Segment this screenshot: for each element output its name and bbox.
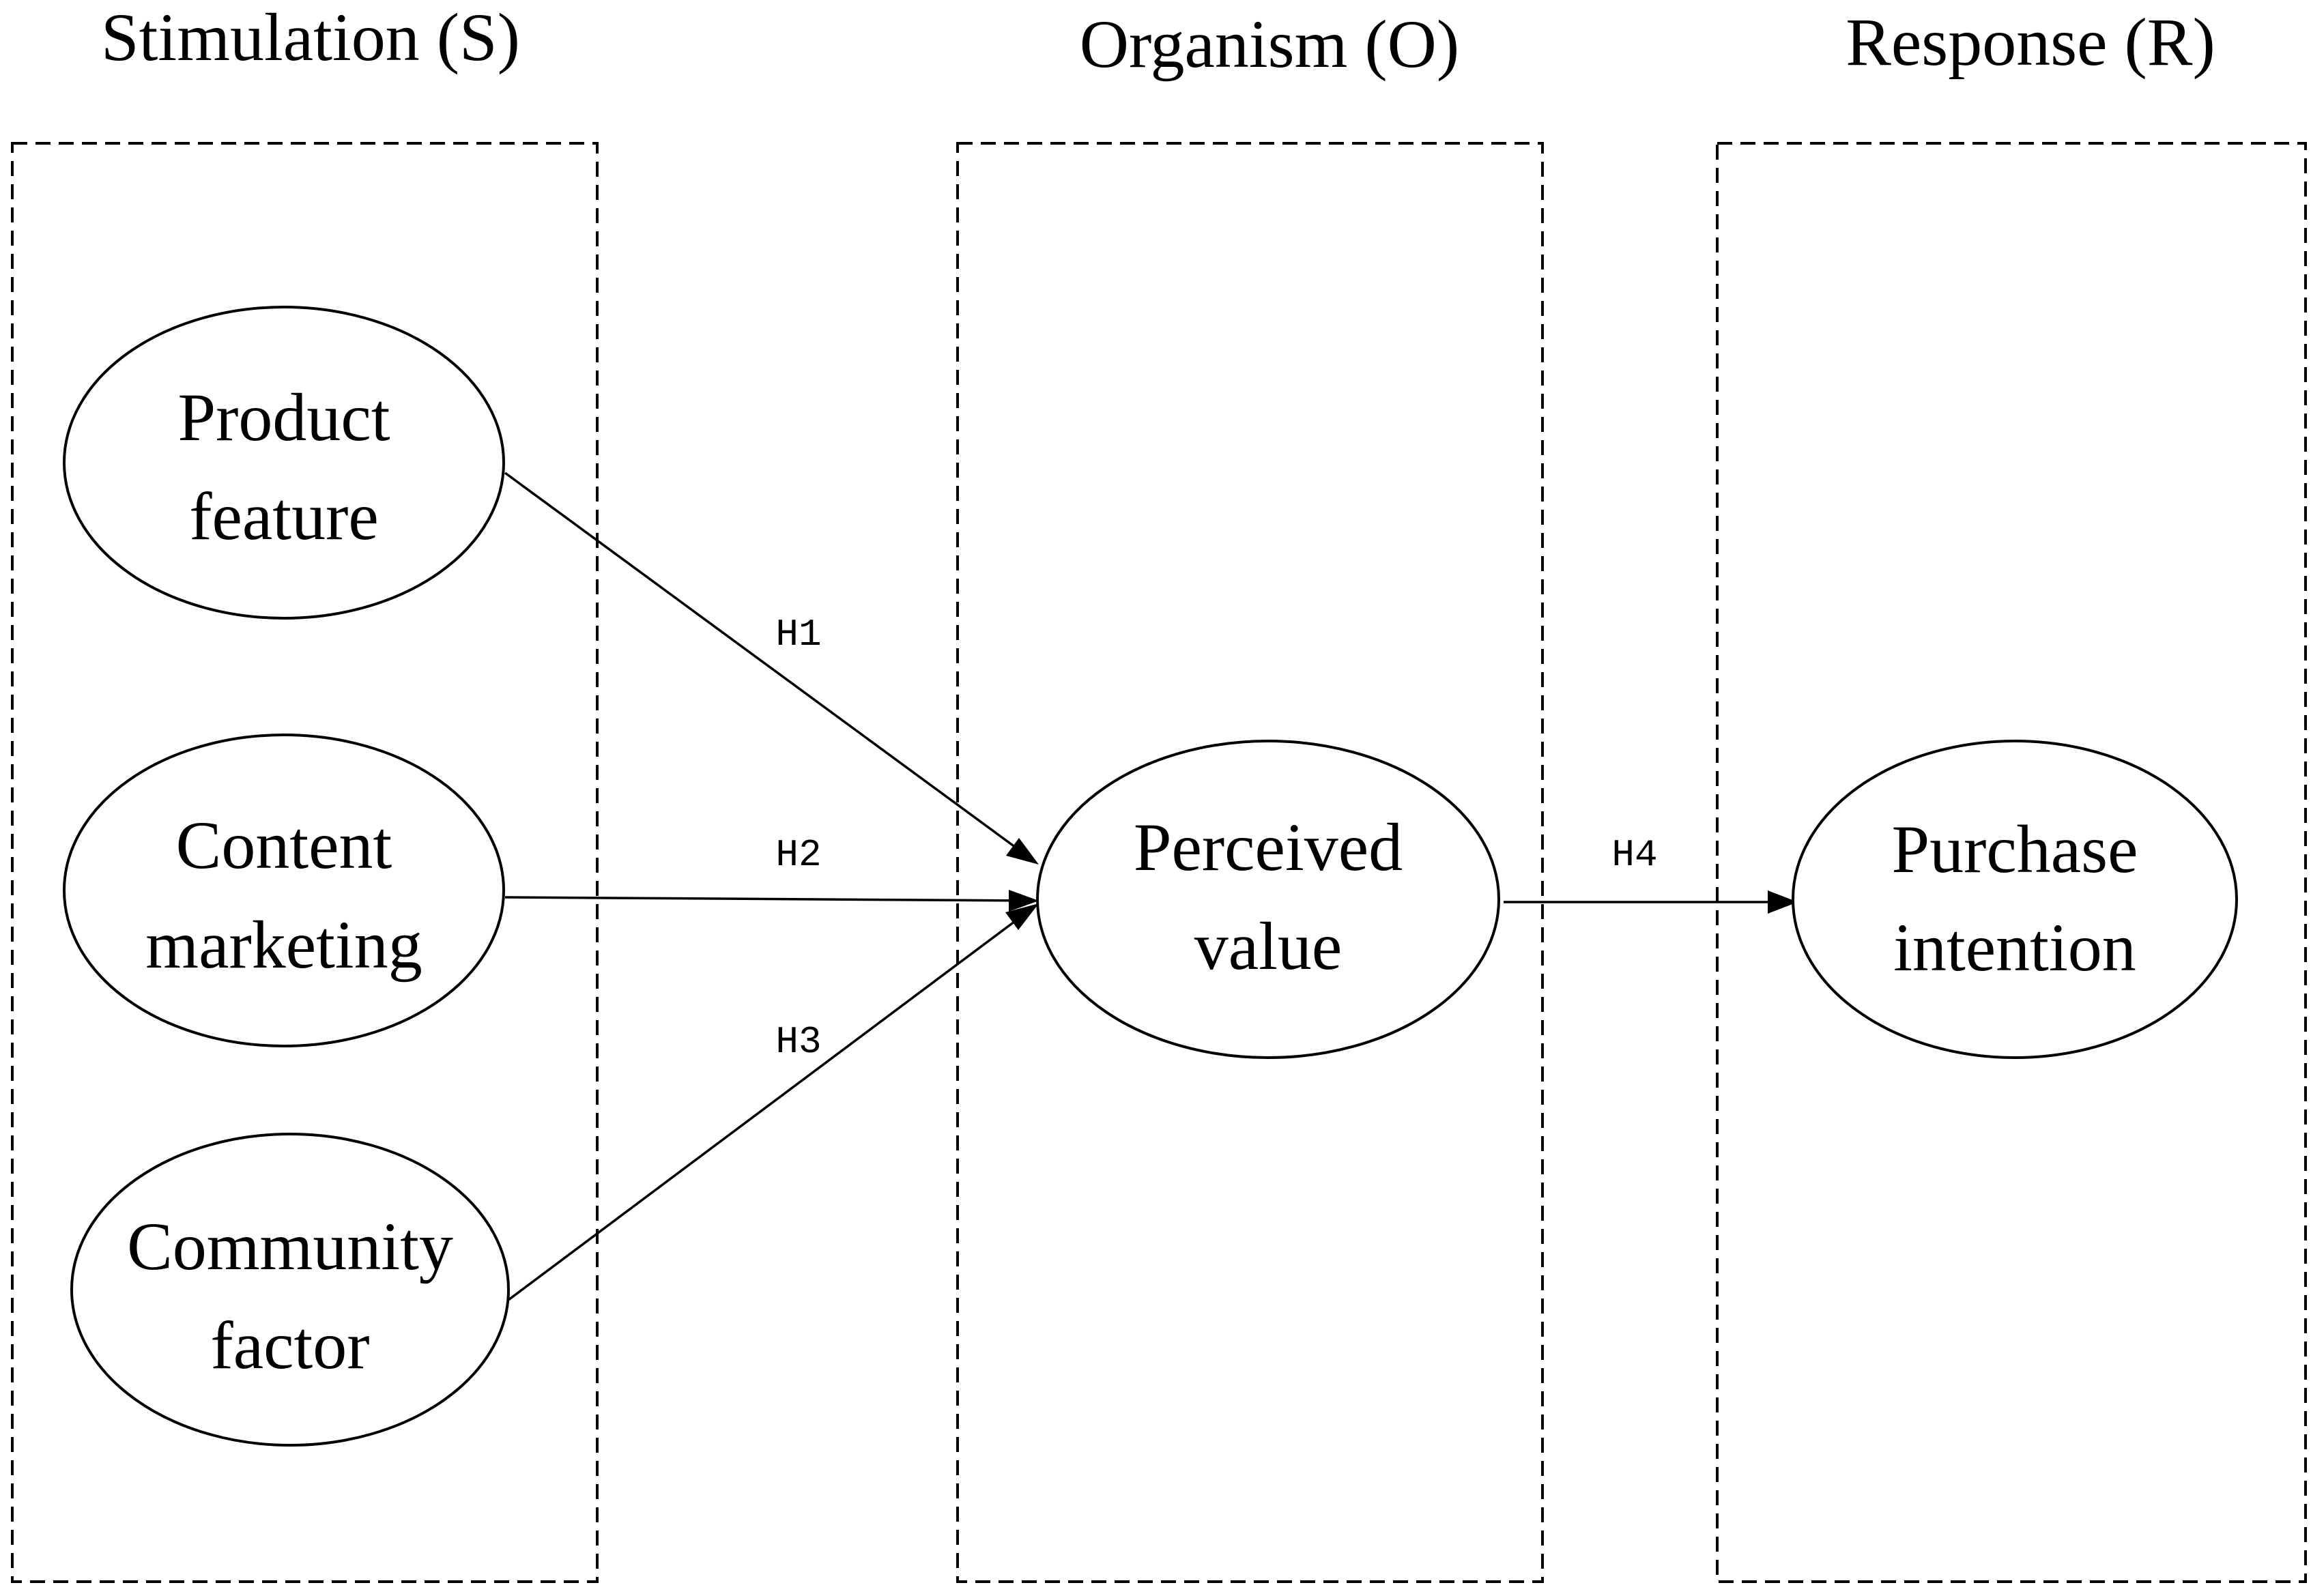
node-community-factor-line-1: Community (127, 1208, 453, 1284)
edge-h1-line (504, 471, 1032, 860)
edge-h1-arrowhead (1006, 838, 1039, 865)
node-purchase-intention-ellipse (1792, 740, 2238, 1059)
edge-h4-arrowhead (1768, 890, 1798, 914)
column-title-response: Response (R) (1846, 4, 2215, 80)
edges (504, 471, 1788, 1301)
node-community-factor: Community factor (70, 1133, 510, 1447)
edge-h3-arrowhead (1005, 903, 1039, 930)
edge-h2-label: H2 (775, 833, 821, 877)
edge-h2-arrowhead (1009, 890, 1039, 912)
node-content-marketing-line-1: Content (176, 807, 392, 883)
node-perceived-value-line-2: value (1194, 908, 1343, 984)
node-community-factor-line-2: factor (210, 1307, 369, 1383)
column-title-organism: Organism (O) (1080, 6, 1459, 82)
column-title-stimulation: Stimulation (S) (101, 0, 520, 75)
node-perceived-value-line-1: Perceived (1134, 809, 1403, 885)
node-purchase-intention: Purchase intention (1792, 740, 2238, 1059)
node-community-factor-ellipse (70, 1133, 510, 1447)
response-group-box (1716, 142, 2307, 1583)
node-perceived-value: Perceived value (1036, 740, 1500, 1059)
node-purchase-intention-line-2: intention (1893, 910, 2136, 985)
edge-h3-line (507, 908, 1032, 1301)
organism-group-box (956, 142, 1544, 1583)
node-purchase-intention-line-1: Purchase (1892, 811, 2138, 887)
node-product-feature-line-2: feature (189, 478, 379, 554)
node-product-feature: Product feature (63, 306, 505, 620)
stimulation-group-box (11, 142, 599, 1583)
node-content-marketing: Content marketing (63, 734, 505, 1047)
edge-h4-label: H4 (1611, 833, 1657, 877)
node-product-feature-line-1: Product (177, 379, 390, 455)
node-product-feature-ellipse (63, 306, 505, 620)
node-content-marketing-line-2: marketing (145, 907, 422, 983)
edge-h3-label: H3 (775, 1020, 821, 1064)
arrow-heads (1005, 838, 1798, 930)
node-perceived-value-ellipse (1036, 740, 1500, 1059)
edge-h2-line (504, 896, 1031, 902)
edge-h1-label: H1 (775, 613, 821, 656)
node-content-marketing-ellipse (63, 734, 505, 1047)
